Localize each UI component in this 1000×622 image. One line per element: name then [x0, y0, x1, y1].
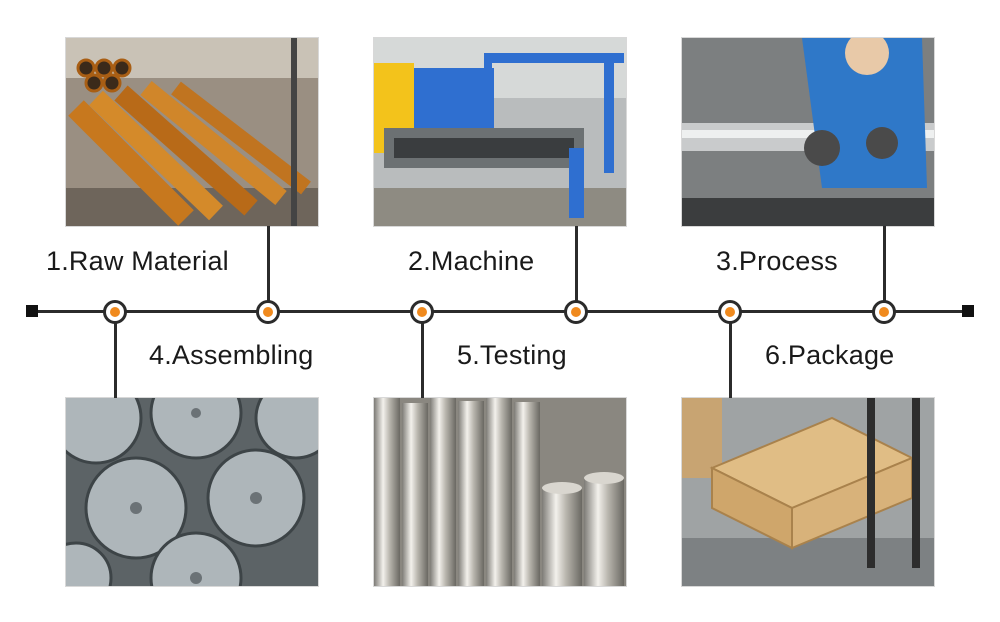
- process-photo: [682, 38, 934, 226]
- timeline-line: [32, 310, 968, 313]
- connector-package: [729, 312, 732, 398]
- timeline-node-machine: [564, 300, 588, 324]
- connector-process: [883, 226, 886, 312]
- testing-photo: [374, 398, 626, 586]
- step-label-testing: 5.Testing: [457, 340, 567, 370]
- timeline-node-raw-material: [256, 300, 280, 324]
- timeline-node-testing: [410, 300, 434, 324]
- assembling-photo: [66, 398, 318, 586]
- timeline-start-cap: [26, 305, 38, 317]
- connector-raw-material: [267, 226, 270, 312]
- step-label-package: 6.Package: [765, 340, 895, 370]
- package-photo: [682, 398, 934, 586]
- step-label-machine: 2.Machine: [408, 246, 535, 276]
- connector-testing: [421, 312, 424, 398]
- step-label-process: 3.Process: [716, 246, 838, 276]
- timeline-end-cap: [962, 305, 974, 317]
- connector-assembling: [114, 312, 117, 398]
- step-label-raw-material: 1.Raw Material: [46, 246, 229, 276]
- machine-photo: [374, 38, 626, 226]
- timeline-node-process: [872, 300, 896, 324]
- raw-material-photo: [66, 38, 318, 226]
- timeline-node-assembling: [103, 300, 127, 324]
- timeline-node-package: [718, 300, 742, 324]
- connector-machine: [575, 226, 578, 312]
- step-label-assembling: 4.Assembling: [149, 340, 314, 370]
